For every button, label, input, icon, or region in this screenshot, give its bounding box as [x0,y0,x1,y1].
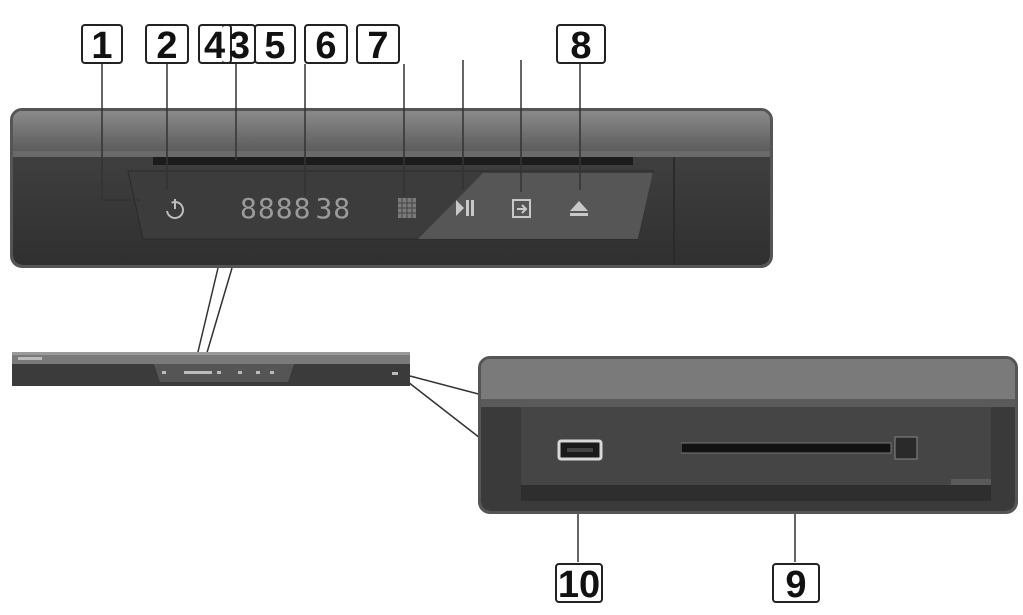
callout-9: 9 [772,563,820,605]
callout-5: 5 [254,24,296,66]
callout-2: 2 [145,24,189,66]
player-full-view [12,352,410,386]
callout-1: 1 [81,24,123,66]
function-icon[interactable] [511,198,533,220]
callout-4: 4 [198,24,232,66]
callout-7: 7 [356,24,400,66]
power-icon[interactable] [163,197,187,221]
callout-3: 3 [222,24,256,66]
front-panel-illustration [13,111,770,265]
display-digits-2: 38 [315,192,352,225]
display-digits: 8888 [240,192,312,225]
callout-8: 8 [556,24,606,66]
play-pause-icon[interactable] [454,197,476,219]
remote-sensor [398,198,416,218]
callout-10: 10 [555,563,603,605]
side-panel-zoom [478,356,1018,514]
callout-6: 6 [304,24,348,66]
disc-slot[interactable] [681,435,921,461]
eject-icon[interactable] [568,198,590,220]
usb-port[interactable] [557,439,603,461]
